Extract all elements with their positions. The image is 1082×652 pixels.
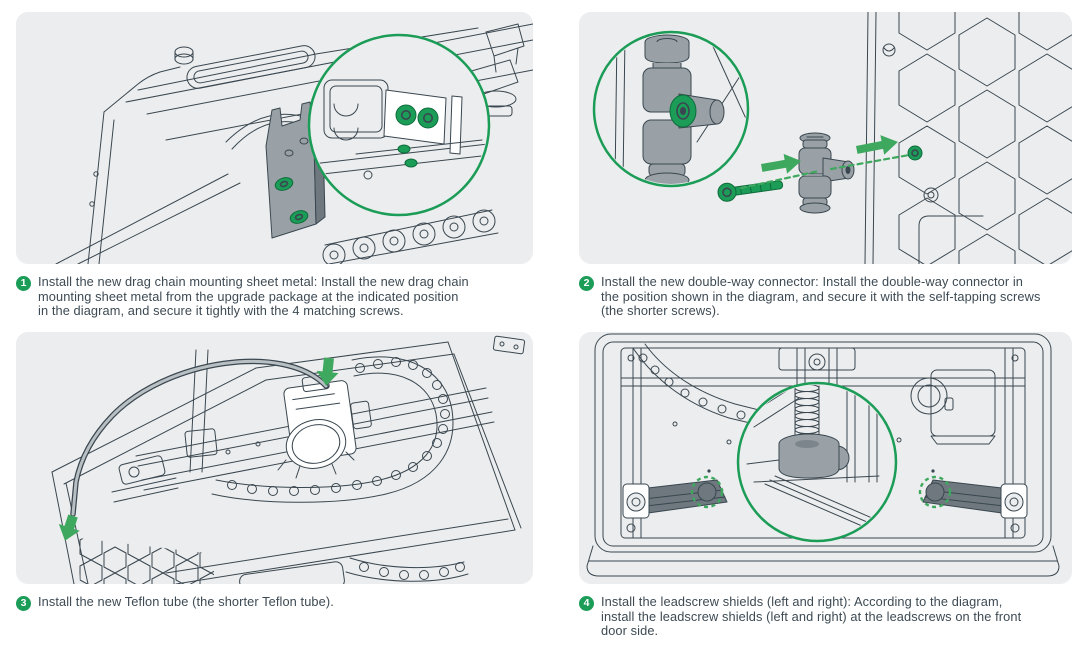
step1-illustration <box>55 23 533 264</box>
left-leadscrew-rail <box>622 469 728 519</box>
target-screw-hole <box>907 145 923 161</box>
leadscrew-shield <box>778 433 850 479</box>
step4-caption: 4 Install the leadscrew shields (left an… <box>579 594 1082 639</box>
down-arrow-icon <box>316 357 339 386</box>
dashed-highlight-circle <box>918 475 952 509</box>
right-leadscrew-rail <box>918 469 1028 519</box>
filament-feeder <box>910 369 996 445</box>
zoom-circle-detail <box>311 79 487 180</box>
drag-chain-arc <box>632 343 768 427</box>
dashed-highlight-circle <box>690 475 724 509</box>
door-frame-edge <box>864 12 896 264</box>
step1-figure <box>16 12 533 264</box>
step2-caption: 2 Install the new double-way connector: … <box>579 274 1082 319</box>
step3-number-badge: 3 <box>16 596 31 611</box>
right-arrow-icon <box>856 135 898 155</box>
teflon-tube <box>70 358 329 517</box>
printer-frame-drawing <box>51 335 526 584</box>
step1-text: Install the new drag chain mounting shee… <box>38 274 469 319</box>
dashed-guide-line <box>829 153 911 171</box>
bottom-vent-opening <box>239 561 345 584</box>
step3-illustration <box>51 335 526 584</box>
step3-figure <box>16 332 533 584</box>
right-arrow-icon <box>761 153 802 174</box>
self-tapping-screw <box>717 180 784 202</box>
step4-text: Install the leadscrew shields (left and … <box>601 594 1022 639</box>
step4-number-badge: 4 <box>579 596 594 611</box>
step4-illustration <box>586 333 1060 577</box>
step4-figure <box>579 332 1072 584</box>
drag-chain-rollers <box>322 209 499 264</box>
down-arrow-icon <box>58 514 80 541</box>
step2-illustration <box>592 12 1072 264</box>
step2-figure <box>579 12 1072 264</box>
honeycomb-front-panel <box>79 538 214 584</box>
step2-number-badge: 2 <box>579 276 594 291</box>
step1-caption: 1 Install the new drag chain mounting sh… <box>16 274 523 319</box>
extruder-assembly <box>277 374 372 479</box>
sheet-metal-screws <box>274 177 309 224</box>
double-way-connector-small <box>798 132 855 214</box>
step3-caption: 3 Install the new Teflon tube (the short… <box>16 594 523 611</box>
step1-number-badge: 1 <box>16 276 31 291</box>
drag-chain-loop <box>211 356 469 582</box>
bracket-screws <box>395 104 439 129</box>
dashed-guide-line <box>739 169 821 190</box>
honeycomb-panel <box>898 12 1072 264</box>
step2-text: Install the new double-way connector: In… <box>601 274 1041 319</box>
step3-text: Install the new Teflon tube (the shorter… <box>38 594 334 609</box>
zoom-circle-detail <box>746 385 894 539</box>
